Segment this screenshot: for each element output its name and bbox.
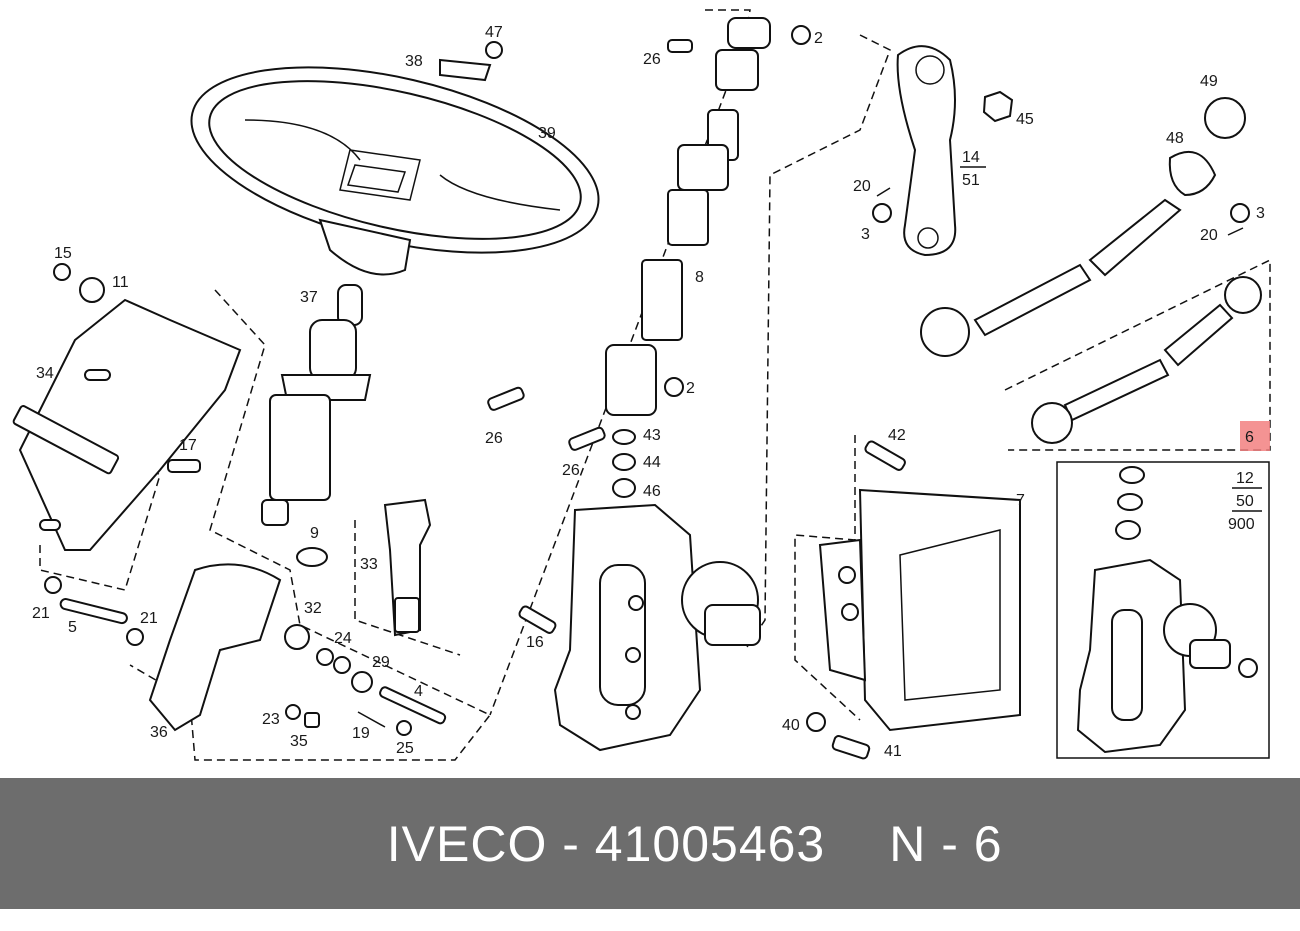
callout-15: 15	[54, 245, 72, 262]
callout-40: 40	[782, 717, 800, 734]
gear-ref-top: 14	[962, 149, 980, 166]
tie-rod-assembly	[920, 97, 1246, 357]
box-ref-top: 12	[1236, 470, 1254, 487]
reference-number: 6	[973, 815, 1003, 872]
box-ref-bottom: 900	[1228, 516, 1255, 533]
callout-11: 11	[112, 274, 129, 291]
callout-24: 24	[334, 630, 352, 647]
drag-link	[1031, 276, 1262, 444]
callout-44: 44	[643, 454, 661, 471]
callout-2: 2	[686, 380, 695, 397]
callout-labels: 47 2 26 38 39 45 49 48 14 51 20 3 3 20 1…	[32, 24, 1265, 760]
callout-20: 20	[1200, 227, 1218, 244]
box-ref-mid: 50	[1236, 493, 1254, 510]
callout-35: 35	[290, 733, 308, 750]
drag-link-outline	[1004, 258, 1271, 451]
separator: -	[547, 815, 595, 872]
callout-37: 37	[300, 289, 318, 306]
fasteners	[167, 25, 1258, 760]
callout-17: 17	[179, 437, 197, 454]
callout-20: 20	[853, 178, 871, 195]
adjust-lever	[383, 498, 432, 637]
callout-19: 19	[352, 725, 370, 742]
gearbox-housing	[818, 488, 1021, 732]
pitman-arm	[896, 45, 1014, 257]
column-pedestal	[44, 563, 282, 732]
upper-shaft	[605, 17, 771, 416]
column-group-outline	[129, 289, 492, 761]
callout-39: 39	[538, 125, 556, 142]
replacement-gearbox	[1076, 466, 1231, 754]
callout-49: 49	[1200, 73, 1218, 90]
callout-33: 33	[360, 556, 378, 573]
callout-48: 48	[1166, 130, 1184, 147]
separator: -	[926, 815, 974, 872]
callout-45: 45	[1016, 111, 1034, 128]
callout-38: 38	[405, 53, 423, 70]
callout-36: 36	[150, 724, 168, 741]
brand-name: IVECO	[386, 815, 548, 872]
callout-3: 3	[861, 226, 870, 243]
callout-42: 42	[888, 427, 906, 444]
callout-23: 23	[262, 711, 280, 728]
part-6-highlight	[1240, 421, 1270, 451]
reference-letter: N	[889, 815, 927, 872]
callout-4: 4	[414, 683, 423, 700]
callout-21: 21	[32, 605, 50, 622]
steering-gearbox	[553, 503, 761, 752]
steering-wheel	[190, 66, 600, 276]
callout-34: 34	[36, 365, 54, 382]
callout-6: 6	[1245, 429, 1254, 446]
bracket-group-outline	[39, 454, 161, 591]
callout-29: 29	[372, 654, 390, 671]
housing-outline	[794, 435, 861, 721]
callout-3: 3	[1256, 205, 1265, 222]
callout-8: 8	[695, 269, 704, 286]
callout-41: 41	[884, 743, 902, 760]
callout-26: 26	[643, 51, 661, 68]
callout-7: 7	[1016, 492, 1025, 509]
callout-2: 2	[814, 30, 823, 47]
replacement-gearbox-box	[1056, 461, 1270, 759]
part-number-banner: IVECO - 41005463 N - 6	[0, 778, 1300, 909]
callout-26: 26	[562, 462, 580, 479]
arm-group-outline	[744, 34, 891, 651]
callout-25: 25	[396, 740, 414, 757]
callout-9: 9	[310, 525, 319, 542]
callout-47: 47	[485, 24, 503, 41]
callout-32: 32	[304, 600, 322, 617]
callout-26: 26	[485, 430, 503, 447]
steering-parts-diagram: 47 2 26 38 39 45 49 48 14 51 20 3 3 20 1…	[12, 9, 1271, 761]
callout-21: 21	[140, 610, 158, 627]
part-number-text: IVECO - 41005463 N - 6	[297, 757, 1002, 931]
lever-outline	[354, 520, 461, 656]
steering-column	[261, 284, 372, 526]
gear-ref-bottom: 51	[962, 172, 980, 189]
column-bracket	[12, 263, 242, 551]
part-number: 41005463	[594, 815, 826, 872]
callout-16: 16	[526, 634, 544, 651]
callout-46: 46	[643, 483, 661, 500]
diagram-page: 47 2 26 38 39 45 49 48 14 51 20 3 3 20 1…	[0, 9, 1300, 909]
callout-5: 5	[68, 619, 77, 636]
callout-43: 43	[643, 427, 661, 444]
